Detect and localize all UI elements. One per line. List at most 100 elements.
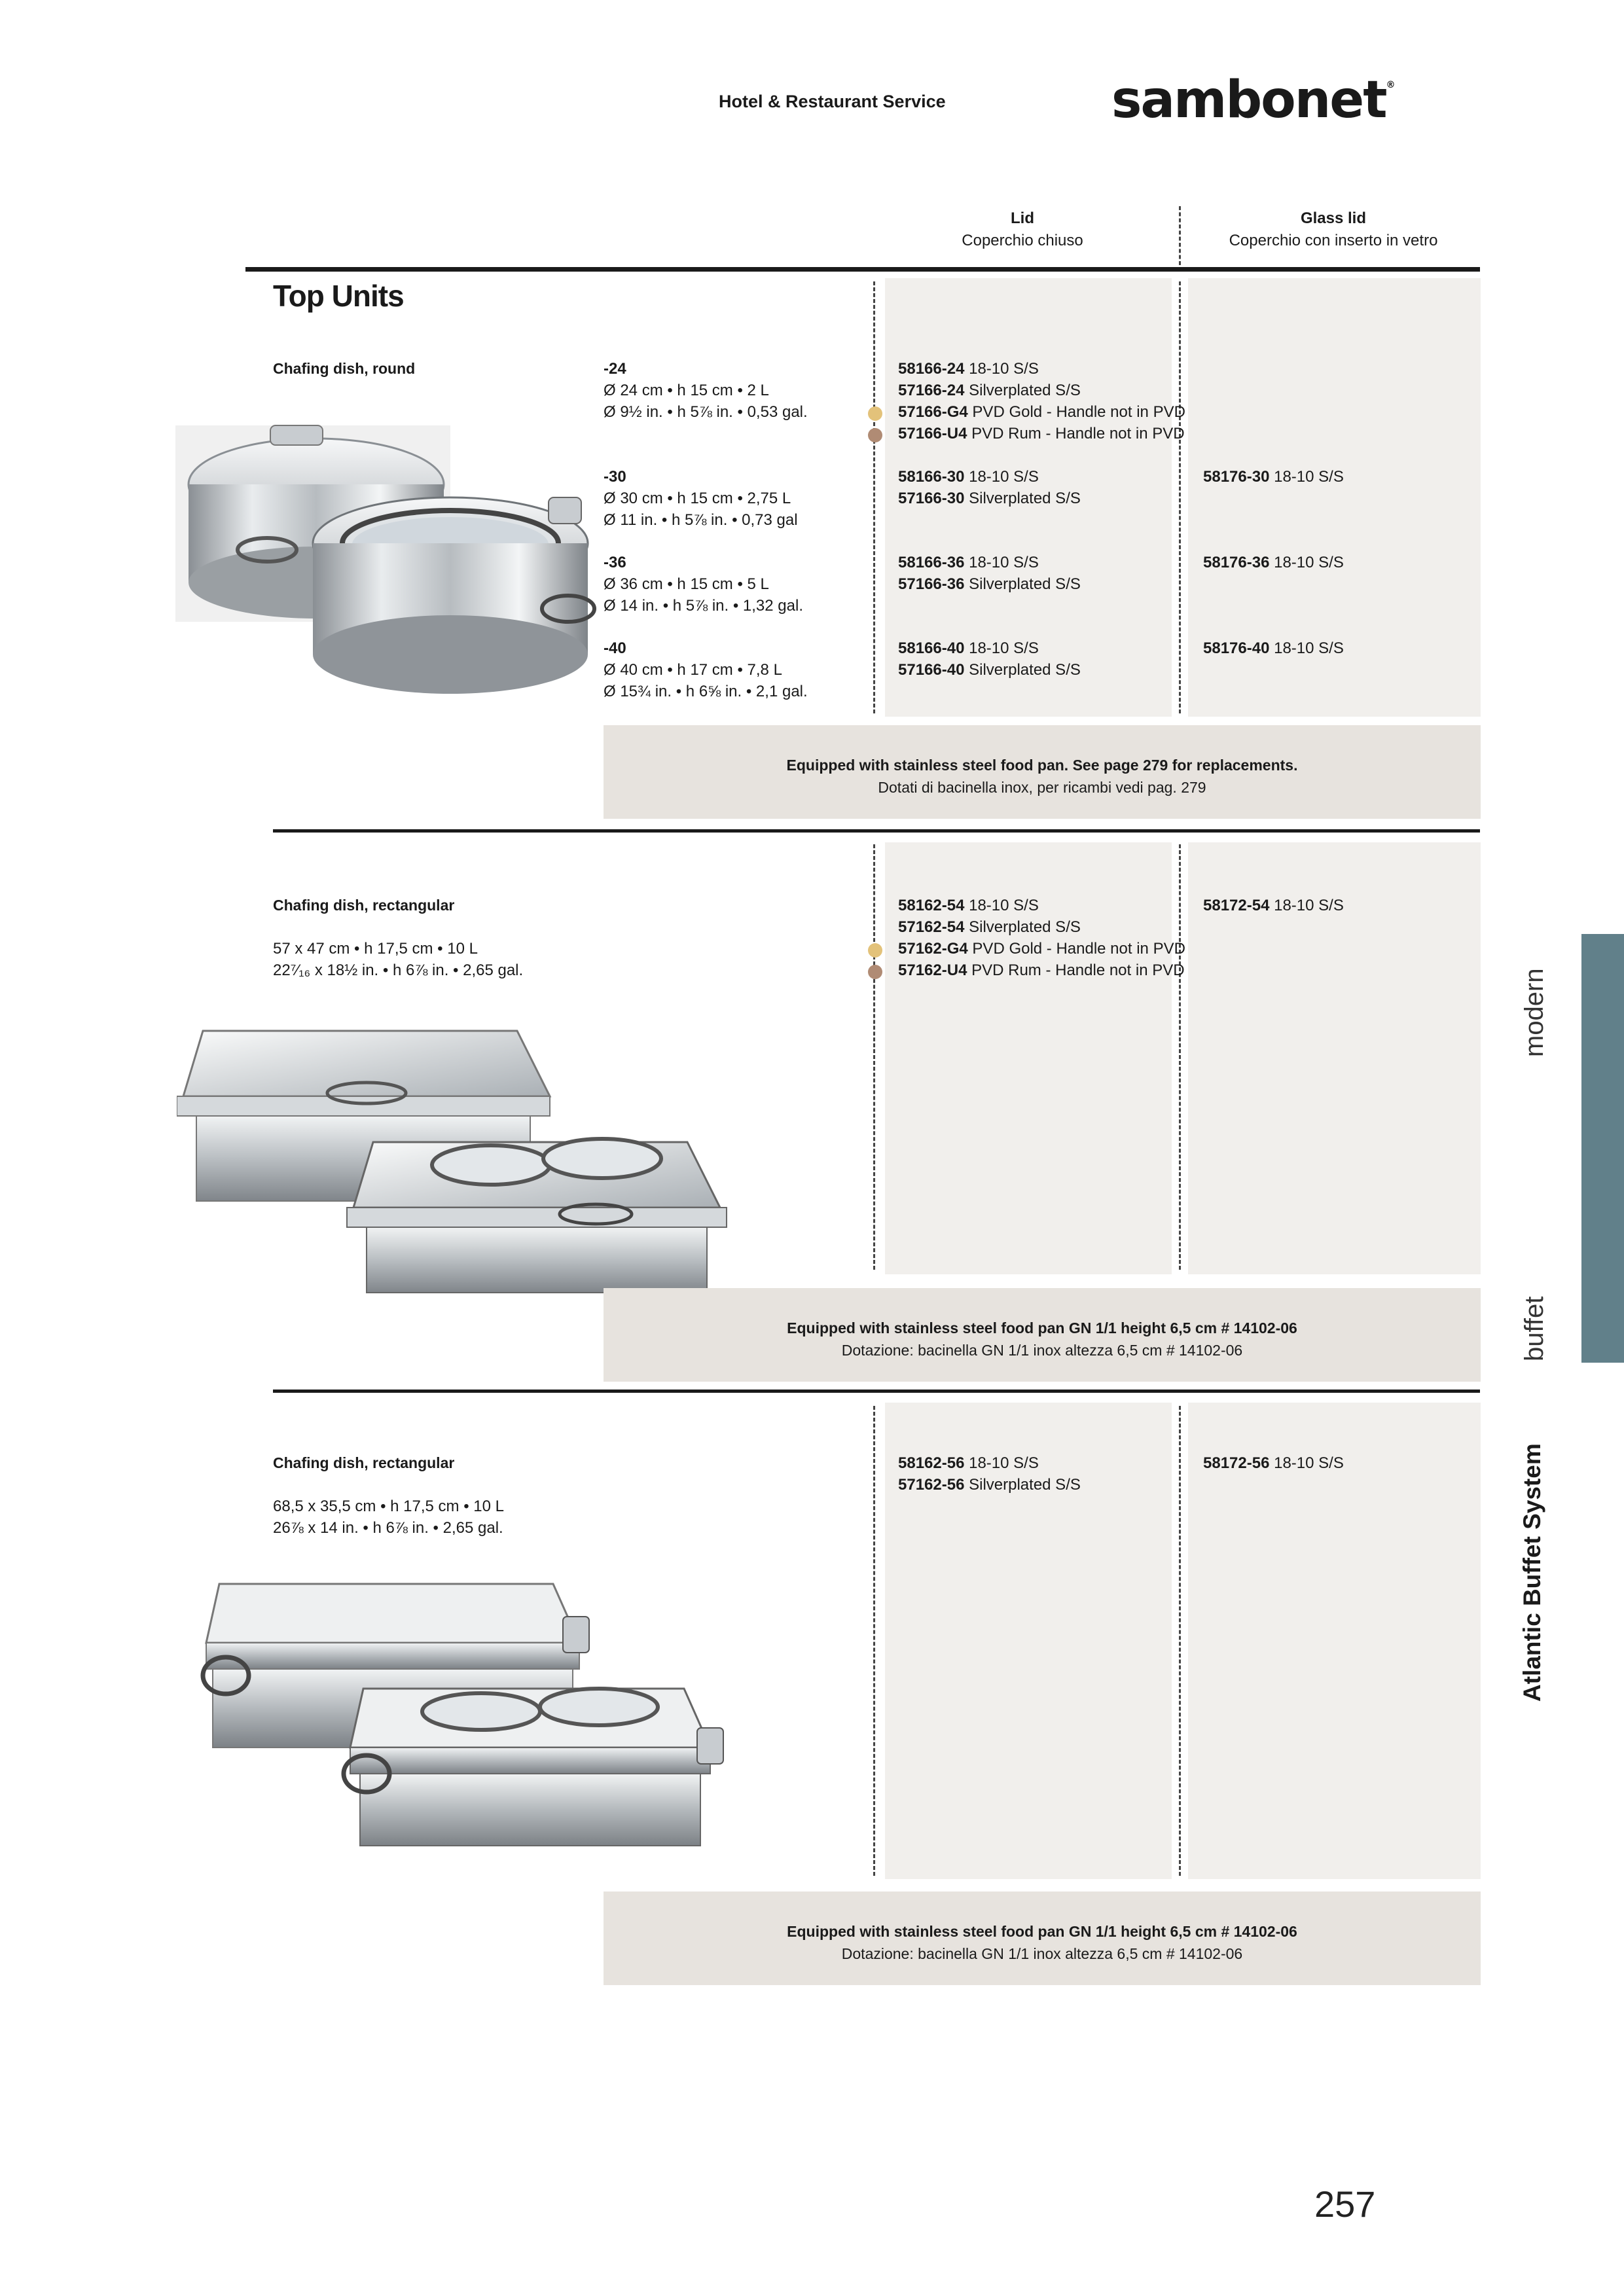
item-code: 58176-36 bbox=[1203, 554, 1270, 571]
side-label-buffet: buffet bbox=[1520, 1296, 1549, 1361]
item-code: 58172-56 bbox=[1203, 1454, 1270, 1472]
column-divider bbox=[1179, 844, 1181, 1270]
brand-name: sambonet bbox=[1111, 71, 1387, 130]
code-line: 58166-36 18-10 S/S bbox=[898, 552, 1081, 573]
section-title: Top Units bbox=[273, 279, 405, 313]
variant-36-specs: -36 Ø 36 cm • h 15 cm • 5 L Ø 14 in. • h… bbox=[604, 552, 803, 617]
lid-panel-2 bbox=[885, 842, 1172, 1274]
variant-imperial: 26⅞ x 14 in. • h 6⅞ in. • 2,65 gal. bbox=[273, 1519, 503, 1537]
variant-size: -40 bbox=[604, 639, 626, 657]
section-rule bbox=[273, 1390, 1480, 1393]
item-code: 57162-U4 bbox=[898, 961, 967, 979]
side-label-system: Atlantic Buffet System bbox=[1519, 1443, 1545, 1702]
item-code: 57166-36 bbox=[898, 575, 965, 593]
item-code: 57166-U4 bbox=[898, 425, 967, 442]
note-box-round: Equipped with stainless steel food pan. … bbox=[604, 725, 1481, 819]
variant-40-specs: -40 Ø 40 cm • h 17 cm • 7,8 L Ø 15¾ in. … bbox=[604, 637, 808, 702]
note-english: Equipped with stainless steel food pan G… bbox=[787, 1319, 1297, 1336]
column-divider bbox=[873, 281, 875, 713]
lid-panel-1 bbox=[885, 278, 1172, 717]
item-desc: 18-10 S/S bbox=[1274, 897, 1344, 914]
glass-panel-3 bbox=[1188, 1403, 1481, 1879]
code-line: 58176-36 18-10 S/S bbox=[1203, 552, 1344, 573]
item-code: 57166-G4 bbox=[898, 403, 968, 421]
variant-30-glass-codes: 58176-30 18-10 S/S bbox=[1203, 466, 1344, 488]
code-line: 57166-24 Silverplated S/S bbox=[898, 380, 1185, 401]
variant-imperial: 22⁷⁄₁₆ x 18½ in. • h 6⅞ in. • 2,65 gal. bbox=[273, 961, 524, 979]
code-line: 58162-56 18-10 S/S bbox=[898, 1452, 1081, 1474]
header-column-divider bbox=[1179, 206, 1181, 265]
note-italian: Dotazione: bacinella GN 1/1 inox altezza… bbox=[841, 1342, 1243, 1359]
column-divider bbox=[1179, 1406, 1181, 1876]
rect-56-lid-codes: 58162-56 18-10 S/S 57162-56 Silverplated… bbox=[898, 1452, 1081, 1496]
item-desc: 18-10 S/S bbox=[969, 1454, 1039, 1472]
variant-24-lid-codes: 58166-24 18-10 S/S 57166-24 Silverplated… bbox=[898, 358, 1185, 444]
variant-imperial: Ø 9½ in. • h 5⅞ in. • 0,53 gal. bbox=[604, 403, 808, 421]
item-desc: PVD Rum - Handle not in PVD bbox=[971, 425, 1185, 442]
variant-36-lid-codes: 58166-36 18-10 S/S 57166-36 Silverplated… bbox=[898, 552, 1081, 595]
item-code: 57166-40 bbox=[898, 661, 965, 679]
item-desc: Silverplated S/S bbox=[969, 490, 1081, 507]
rect-54-specs: 57 x 47 cm • h 17,5 cm • 10 L 22⁷⁄₁₆ x 1… bbox=[273, 938, 523, 981]
item-code: 58162-54 bbox=[898, 897, 965, 914]
code-line: 57166-30 Silverplated S/S bbox=[898, 488, 1081, 509]
item-desc: 18-10 S/S bbox=[969, 360, 1039, 378]
variant-imperial: Ø 14 in. • h 5⅞ in. • 1,32 gal. bbox=[604, 597, 803, 615]
gold-finish-dot bbox=[868, 943, 882, 958]
variant-30-specs: -30 Ø 30 cm • h 15 cm • 2,75 L Ø 11 in. … bbox=[604, 466, 798, 531]
code-line: 57166-36 Silverplated S/S bbox=[898, 573, 1081, 595]
rect-56-specs: 68,5 x 35,5 cm • h 17,5 cm • 10 L 26⅞ x … bbox=[273, 1496, 504, 1539]
variant-metric: Ø 36 cm • h 15 cm • 5 L bbox=[604, 575, 769, 593]
gold-finish-dot bbox=[868, 406, 882, 421]
rect-54-lid-codes: 58162-54 18-10 S/S 57162-54 Silverplated… bbox=[898, 895, 1185, 981]
variant-metric: 57 x 47 cm • h 17,5 cm • 10 L bbox=[273, 940, 478, 958]
variant-size: -36 bbox=[604, 554, 626, 571]
item-desc: PVD Rum - Handle not in PVD bbox=[971, 961, 1185, 979]
code-line: 58166-40 18-10 S/S bbox=[898, 637, 1081, 659]
product-name-rect-54: Chafing dish, rectangular bbox=[273, 897, 455, 914]
item-desc: 18-10 S/S bbox=[1274, 554, 1344, 571]
item-code: 58166-36 bbox=[898, 554, 965, 571]
note-english: Equipped with stainless steel food pan G… bbox=[787, 1923, 1297, 1940]
item-code: 58172-54 bbox=[1203, 897, 1270, 914]
variant-metric: Ø 24 cm • h 15 cm • 2 L bbox=[604, 382, 769, 399]
item-desc: 18-10 S/S bbox=[1274, 1454, 1344, 1472]
code-line: 58166-30 18-10 S/S bbox=[898, 466, 1081, 488]
variant-30-lid-codes: 58166-30 18-10 S/S 57166-30 Silverplated… bbox=[898, 466, 1081, 509]
note-english: Equipped with stainless steel food pan. … bbox=[786, 757, 1298, 774]
code-line: 58176-30 18-10 S/S bbox=[1203, 466, 1344, 488]
section-rule bbox=[273, 829, 1480, 833]
column-subtitle-glass-lid: Coperchio con inserto in vetro bbox=[1229, 232, 1438, 249]
item-code: 57166-24 bbox=[898, 382, 965, 399]
variant-metric: Ø 30 cm • h 15 cm • 2,75 L bbox=[604, 490, 791, 507]
item-code: 57166-30 bbox=[898, 490, 965, 507]
variant-40-glass-codes: 58176-40 18-10 S/S bbox=[1203, 637, 1344, 659]
item-desc: 18-10 S/S bbox=[969, 639, 1039, 657]
code-line: 57166-G4 PVD Gold - Handle not in PVD bbox=[898, 401, 1185, 423]
brand-logo: sambonet® bbox=[1111, 71, 1395, 130]
product-name-rect-56: Chafing dish, rectangular bbox=[273, 1454, 455, 1471]
column-divider bbox=[873, 1406, 875, 1876]
item-desc: 18-10 S/S bbox=[969, 554, 1039, 571]
note-box-rect-54: Equipped with stainless steel food pan G… bbox=[604, 1288, 1481, 1382]
item-desc: PVD Gold - Handle not in PVD bbox=[972, 403, 1185, 421]
rectangular-chafing-dish-image bbox=[187, 1577, 736, 1852]
glass-panel-1 bbox=[1188, 278, 1481, 717]
header-tagline: Hotel & Restaurant Service bbox=[719, 92, 946, 111]
code-line: 57166-U4 PVD Rum - Handle not in PVD bbox=[898, 423, 1185, 444]
item-code: 58166-40 bbox=[898, 639, 965, 657]
item-code: 58166-30 bbox=[898, 468, 965, 486]
item-code: 58166-24 bbox=[898, 360, 965, 378]
glass-panel-2 bbox=[1188, 842, 1481, 1274]
item-desc: Silverplated S/S bbox=[969, 1476, 1081, 1494]
code-line: 58172-54 18-10 S/S bbox=[1203, 895, 1344, 916]
item-code: 57162-56 bbox=[898, 1476, 965, 1494]
rum-finish-dot bbox=[868, 965, 882, 979]
item-desc: 18-10 S/S bbox=[1274, 468, 1344, 486]
code-line: 57166-40 Silverplated S/S bbox=[898, 659, 1081, 681]
item-code: 57162-54 bbox=[898, 918, 965, 936]
code-line: 57162-G4 PVD Gold - Handle not in PVD bbox=[898, 938, 1185, 960]
column-title-glass-lid: Glass lid bbox=[1300, 209, 1367, 227]
code-line: 58166-24 18-10 S/S bbox=[898, 358, 1185, 380]
side-label-modern: modern bbox=[1520, 968, 1549, 1057]
